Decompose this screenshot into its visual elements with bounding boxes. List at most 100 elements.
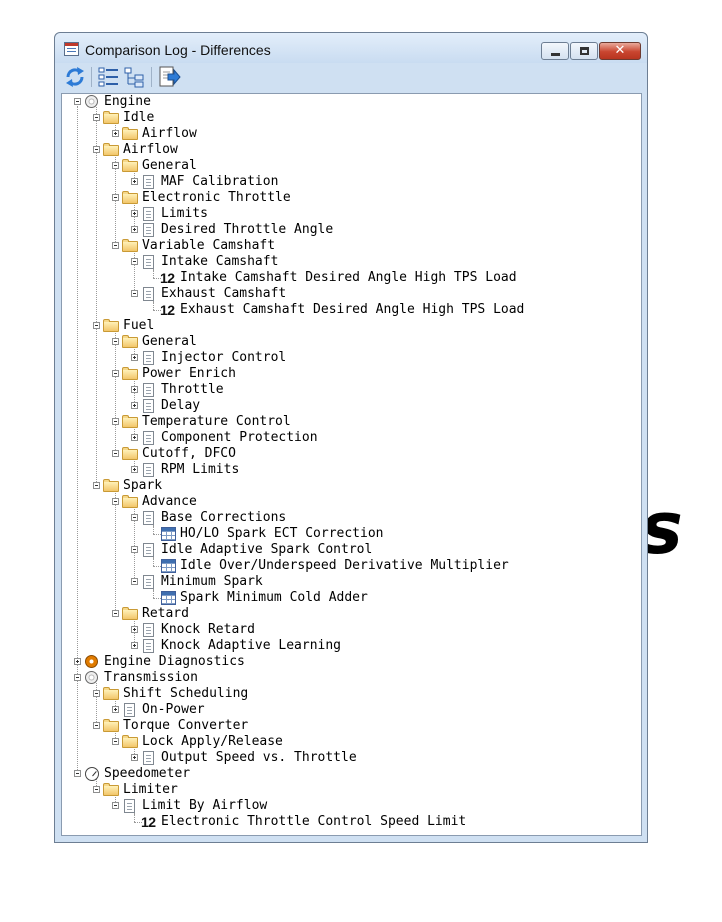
collapse-toggle[interactable] xyxy=(112,610,119,617)
collapse-toggle[interactable] xyxy=(112,162,119,169)
expand-all-button[interactable] xyxy=(97,65,121,89)
tree-node-label: Delay xyxy=(161,398,201,413)
tree-node[interactable]: Component Protection xyxy=(62,430,637,446)
tree-node[interactable]: Injector Control xyxy=(62,350,637,366)
collapse-toggle[interactable] xyxy=(131,290,138,297)
collapse-toggle[interactable] xyxy=(93,786,100,793)
tree-node[interactable]: Knock Retard xyxy=(62,622,637,638)
tree-node[interactable]: On-Power xyxy=(62,702,637,718)
tree-node-label: Spark xyxy=(123,478,163,493)
collapse-toggle[interactable] xyxy=(131,514,138,521)
collapse-toggle[interactable] xyxy=(93,114,100,121)
tree-node[interactable]: General xyxy=(62,158,637,174)
tree-node[interactable]: Minimum Spark xyxy=(62,574,637,590)
tree-node[interactable]: Power Enrich xyxy=(62,366,637,382)
collapse-toggle[interactable] xyxy=(112,338,119,345)
folder-icon-shape xyxy=(122,495,138,508)
tree-node[interactable]: Limit By Airflow xyxy=(62,798,637,814)
collapse-toggle[interactable] xyxy=(112,738,119,745)
expand-toggle[interactable] xyxy=(131,354,138,361)
expand-toggle[interactable] xyxy=(131,626,138,633)
tree-node[interactable]: Base Corrections xyxy=(62,510,637,526)
collapse-toggle[interactable] xyxy=(112,194,119,201)
collapse-toggle[interactable] xyxy=(112,418,119,425)
tree-node[interactable]: Desired Throttle Angle xyxy=(62,222,637,238)
title-bar[interactable]: Comparison Log - Differences ✕ xyxy=(55,33,647,63)
tree-node[interactable]: Knock Adaptive Learning xyxy=(62,638,637,654)
tree-node[interactable]: Throttle xyxy=(62,382,637,398)
tree-node[interactable]: MAF Calibration xyxy=(62,174,637,190)
expand-toggle[interactable] xyxy=(131,402,138,409)
tree-node[interactable]: Engine xyxy=(62,94,637,110)
tree-node[interactable]: Output Speed vs. Throttle xyxy=(62,750,637,766)
maximize-button[interactable] xyxy=(570,42,598,60)
collapse-toggle[interactable] xyxy=(131,258,138,265)
expand-toggle[interactable] xyxy=(131,386,138,393)
tree-node[interactable]: HO/LO Spark ECT Correction xyxy=(62,526,637,542)
tree-node[interactable]: Fuel xyxy=(62,318,637,334)
expand-toggle[interactable] xyxy=(131,178,138,185)
tree-node[interactable]: Limits xyxy=(62,206,637,222)
expand-toggle[interactable] xyxy=(131,434,138,441)
tree-node[interactable]: Intake Camshaft xyxy=(62,254,637,270)
tree-node[interactable]: Variable Camshaft xyxy=(62,238,637,254)
expand-toggle[interactable] xyxy=(74,658,81,665)
tree-node[interactable]: Engine Diagnostics xyxy=(62,654,637,670)
tree-node[interactable]: Exhaust Camshaft xyxy=(62,286,637,302)
tree-node[interactable]: Advance xyxy=(62,494,637,510)
toolbar-separator xyxy=(151,67,152,87)
tree-node[interactable]: Lock Apply/Release xyxy=(62,734,637,750)
tree-node[interactable]: Airflow xyxy=(62,126,637,142)
collapse-toggle[interactable] xyxy=(93,146,100,153)
refresh-button[interactable] xyxy=(63,65,87,89)
collapse-toggle[interactable] xyxy=(93,322,100,329)
collapse-toggle[interactable] xyxy=(112,242,119,249)
tree-node[interactable]: Idle xyxy=(62,110,637,126)
tree-node[interactable]: Torque Converter xyxy=(62,718,637,734)
tree-node[interactable]: Spark Minimum Cold Adder xyxy=(62,590,637,606)
collapse-toggle[interactable] xyxy=(112,498,119,505)
tree-node[interactable]: Shift Scheduling xyxy=(62,686,637,702)
minimize-button[interactable] xyxy=(541,42,569,60)
tree-node[interactable]: Airflow xyxy=(62,142,637,158)
tree-node[interactable]: Temperature Control xyxy=(62,414,637,430)
collapse-toggle[interactable] xyxy=(131,546,138,553)
tree-node[interactable]: General xyxy=(62,334,637,350)
tree-node[interactable]: Idle Adaptive Spark Control xyxy=(62,542,637,558)
document-icon xyxy=(141,430,157,446)
collapse-all-button[interactable] xyxy=(123,65,147,89)
collapse-toggle[interactable] xyxy=(74,770,81,777)
collapse-toggle[interactable] xyxy=(74,98,81,105)
collapse-toggle[interactable] xyxy=(93,482,100,489)
close-button[interactable]: ✕ xyxy=(599,42,641,60)
tree-node[interactable]: Idle Over/Underspeed Derivative Multipli… xyxy=(62,558,637,574)
expand-toggle[interactable] xyxy=(131,210,138,217)
collapse-toggle[interactable] xyxy=(131,578,138,585)
export-button[interactable] xyxy=(157,65,181,89)
tree-node[interactable]: Delay xyxy=(62,398,637,414)
collapse-toggle[interactable] xyxy=(112,450,119,457)
tree-node[interactable]: Electronic Throttle xyxy=(62,190,637,206)
tree-node[interactable]: Speedometer xyxy=(62,766,637,782)
expand-toggle[interactable] xyxy=(131,754,138,761)
tree-node[interactable]: Limiter xyxy=(62,782,637,798)
collapse-toggle[interactable] xyxy=(112,370,119,377)
tree-node[interactable]: RPM Limits xyxy=(62,462,637,478)
expand-toggle[interactable] xyxy=(131,642,138,649)
expand-toggle[interactable] xyxy=(131,226,138,233)
collapse-toggle[interactable] xyxy=(93,722,100,729)
collapse-toggle[interactable] xyxy=(112,802,119,809)
collapse-toggle[interactable] xyxy=(93,690,100,697)
expand-toggle[interactable] xyxy=(112,706,119,713)
tree-node[interactable]: Retard xyxy=(62,606,637,622)
tree-node[interactable]: Spark xyxy=(62,478,637,494)
tree-node[interactable]: Transmission xyxy=(62,670,637,686)
tree-node[interactable]: Cutoff, DFCO xyxy=(62,446,637,462)
expand-toggle[interactable] xyxy=(131,466,138,473)
collapse-toggle[interactable] xyxy=(74,674,81,681)
expand-toggle[interactable] xyxy=(112,130,119,137)
